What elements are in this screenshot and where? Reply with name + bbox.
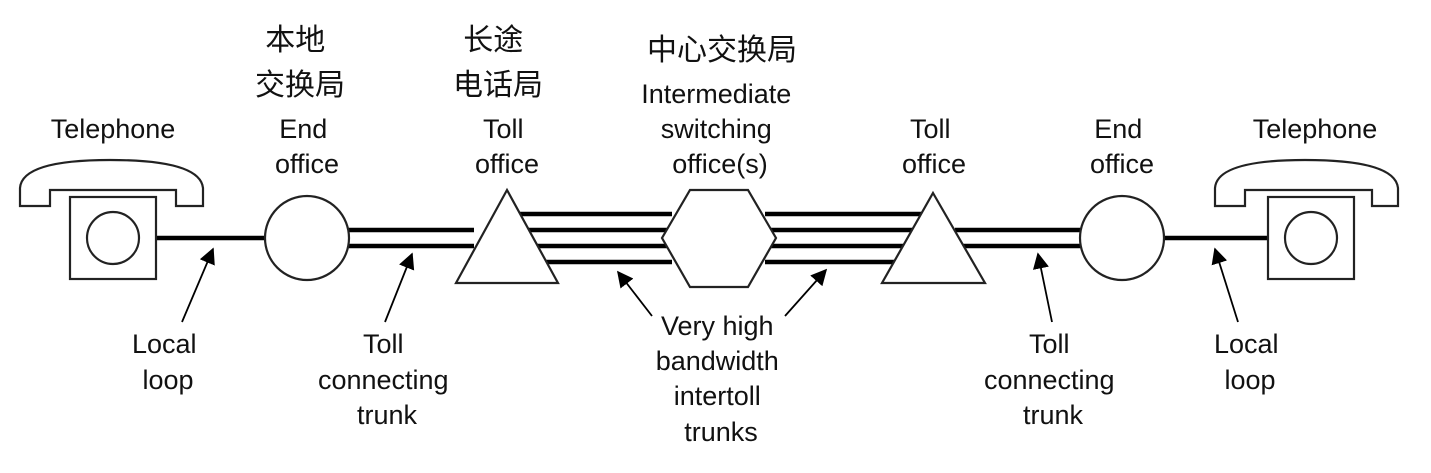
end-office-left-label: End office	[275, 114, 339, 179]
toll-office-left-node	[454, 187, 560, 285]
local-loop-left-label: Local loop	[132, 329, 204, 395]
intermediate-office-label: Intermediate switching office(s)	[641, 79, 799, 179]
telephone-right-label: Telephone	[1253, 114, 1378, 144]
end-office-right-label: End office	[1090, 114, 1154, 179]
toll-trunk-right-label: Toll connecting trunk	[984, 329, 1122, 430]
label-arrows	[181, 247, 1239, 323]
telephone-left-label: Telephone	[51, 114, 176, 144]
toll-office-left-zh-label: 长途 电话局	[453, 23, 543, 103]
connection-lines	[155, 211, 1270, 265]
end-office-right-node	[1078, 194, 1166, 282]
end-office-left-zh-label: 本地 交换局	[255, 23, 345, 103]
end-office-left-node	[263, 194, 351, 282]
toll-trunk-left-label: Toll connecting trunk	[318, 329, 456, 430]
telephone-right-icon	[1213, 158, 1400, 281]
intertoll-trunks-label: Very high bandwidth intertoll trunks	[656, 311, 787, 447]
local-loop-right-label: Local loop	[1214, 329, 1286, 395]
telephone-left-icon	[18, 158, 205, 281]
toll-office-right-label: Toll office	[902, 114, 966, 179]
intermediate-office-node	[660, 188, 778, 289]
intermediate-office-zh-label: 中心交换局	[647, 33, 797, 68]
toll-office-left-label: Toll office	[475, 114, 539, 179]
toll-office-right-node	[880, 190, 987, 285]
